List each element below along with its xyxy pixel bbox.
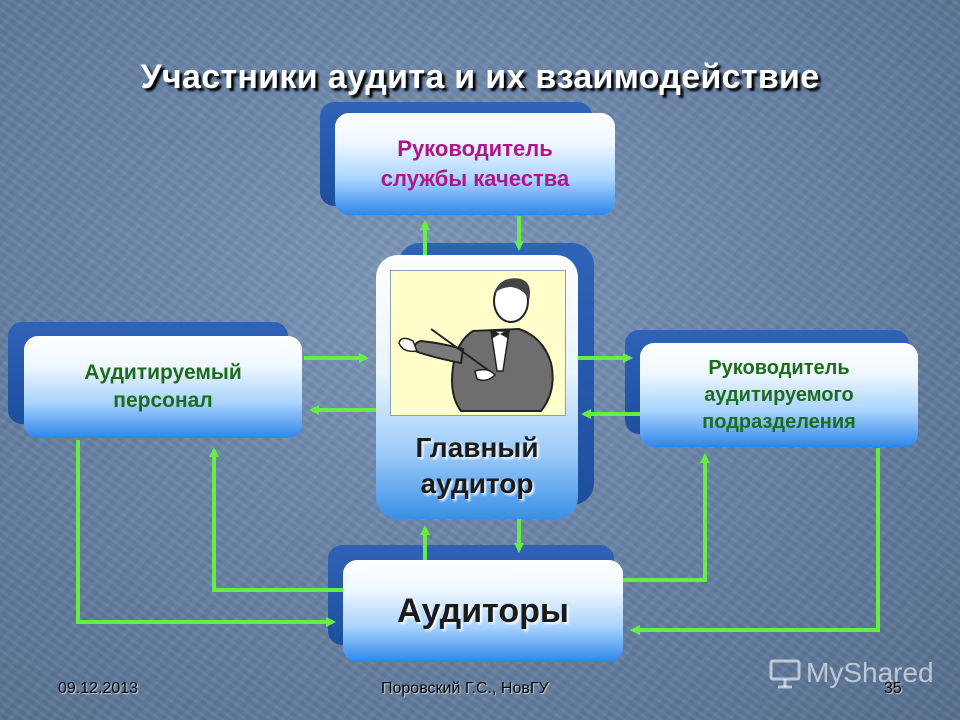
auditors-box[interactable]: Аудиторы: [343, 560, 623, 662]
arrow-auditors-to-unit-head: [623, 453, 710, 582]
watermark: MyShared: [768, 656, 934, 690]
chief-auditor-label: Главный аудитор: [376, 430, 578, 502]
unit-head-label-line3: подразделения: [702, 410, 856, 433]
audited-staff-label-line1: Аудитируемый: [84, 361, 242, 384]
conductor-picture: [390, 270, 566, 416]
quality-head-label-line1: Руководитель: [397, 136, 553, 161]
arrow-auditors-to-staff: [209, 447, 343, 592]
slide-title: Участники аудита и их взаимодействие: [140, 58, 820, 96]
arrow-unit-head-to-auditors: [630, 448, 880, 635]
quality-head-label-line2: службы качества: [380, 166, 570, 191]
footer-date: 09.12.2013: [58, 680, 139, 697]
quality-head-box[interactable]: Руководитель службы качества: [335, 113, 615, 215]
unit-head-label-line1: Руководитель: [708, 356, 850, 379]
watermark-text: MyShared: [806, 657, 934, 688]
chief-auditor-label-line1: Главный: [415, 432, 539, 463]
chief-auditor-label-line2: аудитор: [420, 468, 534, 499]
unit-head-box[interactable]: Руководитель аудитируемого подразделения: [640, 343, 918, 447]
footer-author: Поровский Г.С., НовГУ: [381, 680, 549, 697]
auditors-label: Аудиторы: [397, 591, 569, 630]
presentation-board-icon: [769, 659, 801, 689]
unit-head-label-line2: аудитируемого: [704, 383, 854, 406]
conductor-icon: [398, 278, 554, 412]
audited-staff-box[interactable]: Аудитируемый персонал: [24, 336, 302, 438]
footer-page-number: 35: [884, 680, 902, 697]
arrow-staff-to-auditors: [76, 440, 336, 627]
audited-staff-label-line2: персонал: [113, 389, 213, 412]
